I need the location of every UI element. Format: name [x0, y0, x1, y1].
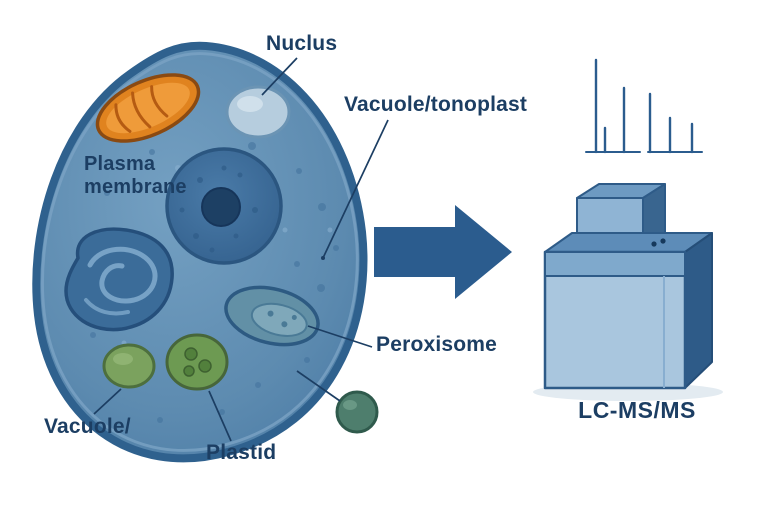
label-plasma-membrane-line2: membrane: [84, 176, 187, 198]
nucleus-organelle: [225, 85, 291, 139]
label-vacuole-tonoplast: Vacuole/tonoplast: [344, 93, 528, 116]
plastid-organelle: [165, 333, 229, 391]
leader-lines: [93, 57, 389, 442]
peroxisome-organelle: [224, 285, 320, 347]
label-plastid: Plastid: [206, 441, 277, 464]
label-plasma-membrane-line1: Plasma: [84, 153, 156, 175]
instrument-button-dot: [651, 241, 657, 247]
central-vacuole: [165, 147, 283, 265]
label-lcms: LC-MS/MS: [578, 397, 696, 423]
label-plasma-membrane: Plasma membrane: [84, 153, 187, 199]
label-nucleus: Nuclus: [266, 32, 338, 55]
leader-line-plastid: [208, 390, 232, 442]
workflow-arrow-icon: [374, 205, 512, 299]
leader-line-vacuole-tonoplast: [322, 119, 389, 259]
leader-line-peroxisome: [307, 325, 373, 348]
endoplasmic-reticulum: [64, 227, 174, 332]
vesicle-organelle: [335, 390, 379, 434]
leader-line-nucleus: [261, 57, 298, 96]
leader-line-vesicle: [296, 370, 341, 402]
label-peroxisome: Peroxisome: [376, 333, 498, 356]
leader-line-vacuole: [93, 388, 122, 415]
lcms-instrument: [533, 183, 723, 401]
instrument-button-dot: [660, 238, 666, 244]
label-vacuole: Vacuole/: [44, 415, 131, 438]
chromatogram-icon: [585, 58, 703, 154]
vacuole-organelle: [102, 343, 156, 389]
mitochondrion: [95, 73, 201, 143]
